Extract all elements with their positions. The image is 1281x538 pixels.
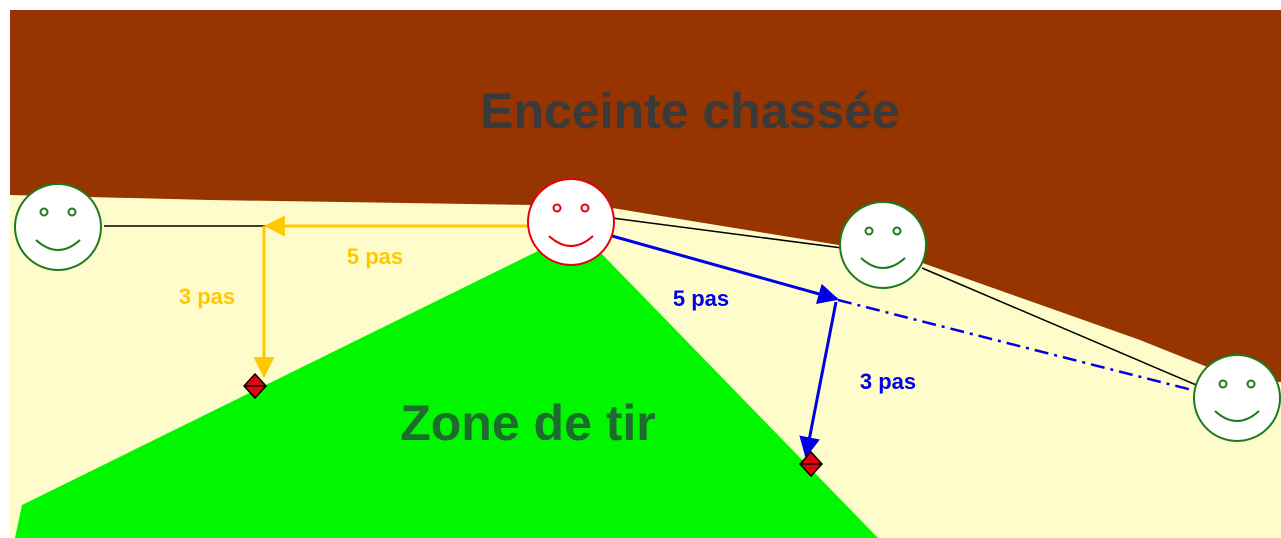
enceinte-chassee-area — [10, 10, 1281, 382]
right-down-distance-label: 3 pas — [860, 369, 916, 394]
smiley-face-icon — [1193, 354, 1281, 442]
enceinte-chassee-label: Enceinte chassée — [480, 83, 900, 139]
diamond-marker-icon — [242, 372, 268, 400]
zone-de-tir-label: Zone de tir — [400, 395, 656, 451]
smiley-face-icon — [527, 178, 615, 266]
diamond-marker-icon — [798, 450, 824, 478]
left-horizontal-distance-label: 5 pas — [347, 244, 403, 269]
smiley-face-icon — [839, 201, 927, 289]
right-diagonal-distance-label: 5 pas — [673, 286, 729, 311]
hunter-line-middle — [611, 217, 843, 249]
right-dashdot-line — [837, 298, 1201, 394]
smiley-face-icon — [14, 183, 102, 271]
right-diagonal-arrow — [611, 234, 840, 305]
zone-de-tir-area — [15, 250, 878, 538]
right-down-arrow — [799, 301, 838, 459]
left-vertical-distance-label: 3 pas — [179, 284, 235, 309]
hunter-line-right — [921, 267, 1209, 391]
